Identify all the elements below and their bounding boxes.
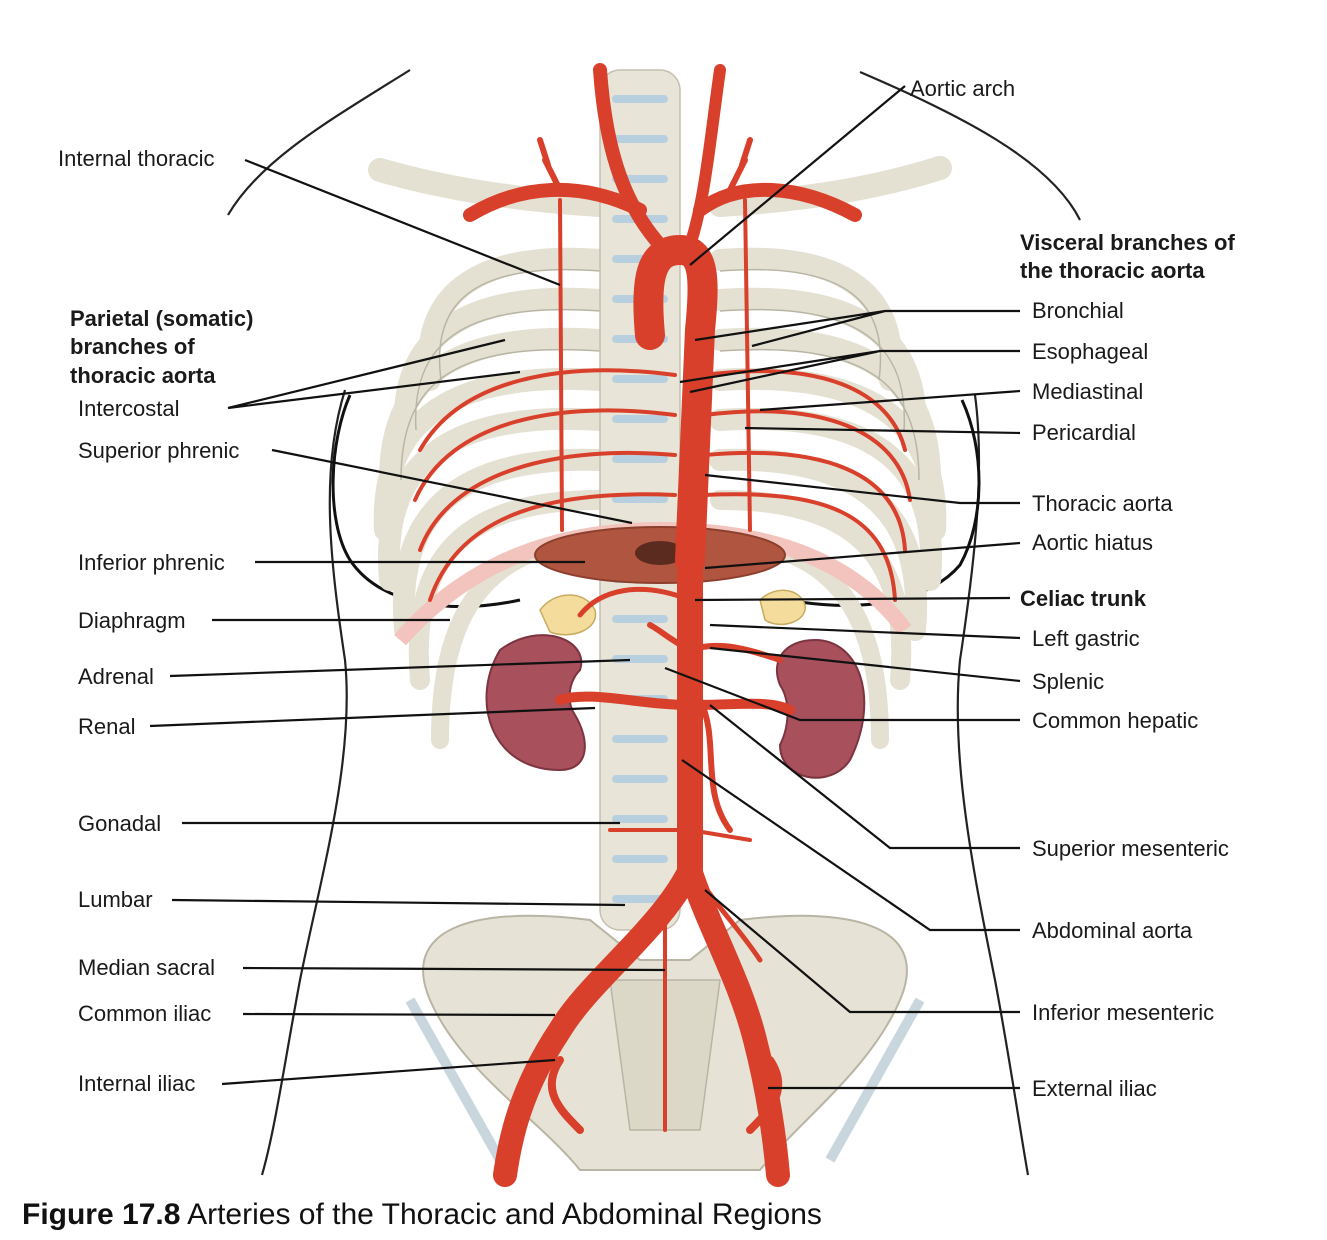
disc — [612, 655, 668, 663]
leader-mediastinal — [759, 389, 1021, 412]
leader-median-sacral — [242, 966, 666, 972]
leader-aortic-hiatus — [704, 541, 1021, 570]
label-thoracic-aorta: Thoracic aorta — [1032, 491, 1173, 516]
label-bronchial: Bronchial — [1032, 298, 1124, 323]
leader-superior-phrenic — [271, 448, 633, 525]
label-abdominal-aorta: Abdominal aorta — [1032, 918, 1193, 943]
label-aortic-arch: Aortic arch — [910, 76, 1015, 101]
disc — [612, 775, 668, 783]
leader-pericardial — [744, 426, 1021, 435]
leader-internal-thoracic — [244, 158, 561, 287]
label-common-hepatic: Common hepatic — [1032, 708, 1198, 733]
intervertebral-discs — [612, 95, 668, 903]
disc — [612, 855, 668, 863]
leader-superior-mesenteric — [709, 704, 1020, 850]
breast-outline — [331, 394, 981, 608]
disc — [612, 415, 668, 423]
label-external-iliac: External iliac — [1032, 1076, 1157, 1101]
kidneys — [485, 634, 866, 779]
leader-celiac-trunk — [694, 596, 1011, 602]
disc — [612, 815, 668, 823]
label-celiac-trunk: Celiac trunk — [1020, 586, 1147, 611]
label-mediastinal: Mediastinal — [1032, 379, 1143, 404]
leader-internal-iliac — [221, 1058, 556, 1086]
leader-thoracic-aorta — [704, 473, 1020, 505]
disc — [612, 495, 668, 503]
leader-adrenal — [169, 658, 631, 678]
label-lumbar: Lumbar — [78, 887, 153, 912]
disc — [612, 455, 668, 463]
figure-number: Figure 17.8 — [22, 1198, 181, 1231]
leader-splenic — [709, 646, 1021, 683]
label-visceral-title-2: the thoracic aorta — [1020, 258, 1205, 283]
arteries — [413, 63, 912, 1187]
label-median-sacral: Median sacral — [78, 955, 215, 980]
leader-intercostal — [227, 338, 521, 410]
labels: Aortic arch Internal thoracic Visceral b… — [58, 76, 1235, 1101]
leader-renal — [149, 706, 596, 728]
disc — [612, 615, 668, 623]
label-diaphragm: Diaphragm — [78, 608, 186, 633]
label-inferior-mesenteric: Inferior mesenteric — [1032, 1000, 1214, 1025]
label-superior-phrenic: Superior phrenic — [78, 438, 239, 463]
disc — [612, 95, 668, 103]
label-intercostal: Intercostal — [78, 396, 180, 421]
disc — [612, 375, 668, 383]
label-parietal-title-1: Parietal (somatic) — [70, 306, 253, 331]
leader-common-hepatic — [664, 666, 1020, 722]
leader-left-gastric — [709, 623, 1021, 640]
leader-esophageal — [679, 349, 1020, 394]
leader-bronchial — [694, 309, 1020, 348]
figure-title: Arteries of the Thoracic and Abdominal R… — [187, 1198, 822, 1231]
label-superior-mesenteric: Superior mesenteric — [1032, 836, 1229, 861]
label-inferior-phrenic: Inferior phrenic — [78, 550, 225, 575]
label-splenic: Splenic — [1032, 669, 1104, 694]
label-parietal-title-2: branches of — [70, 334, 195, 359]
label-visceral-title-1: Visceral branches of — [1020, 230, 1235, 255]
leader-lumbar — [171, 898, 626, 907]
label-internal-thoracic: Internal thoracic — [58, 146, 215, 171]
disc — [612, 735, 668, 743]
leader-lines — [149, 85, 1021, 1090]
label-renal: Renal — [78, 714, 135, 739]
leader-abdominal-aorta — [681, 759, 1020, 932]
label-pericardial: Pericardial — [1032, 420, 1136, 445]
leader-common-iliac — [242, 1012, 556, 1017]
label-internal-iliac: Internal iliac — [78, 1071, 195, 1096]
disc — [612, 135, 668, 143]
diaphragm — [393, 521, 912, 646]
leader-aortic-arch — [689, 85, 906, 266]
label-aortic-hiatus: Aortic hiatus — [1032, 530, 1153, 555]
label-common-iliac: Common iliac — [78, 1001, 211, 1026]
label-gonadal: Gonadal — [78, 811, 161, 836]
figure-caption: Figure 17.8 Arteries of the Thoracic and… — [22, 1198, 1312, 1240]
disc — [612, 895, 668, 903]
label-parietal-title-3: thoracic aorta — [70, 363, 216, 388]
label-adrenal: Adrenal — [78, 664, 154, 689]
label-left-gastric: Left gastric — [1032, 626, 1140, 651]
label-esophageal: Esophageal — [1032, 339, 1148, 364]
clavicles — [368, 156, 952, 217]
leader-inferior-mesenteric — [704, 889, 1020, 1014]
